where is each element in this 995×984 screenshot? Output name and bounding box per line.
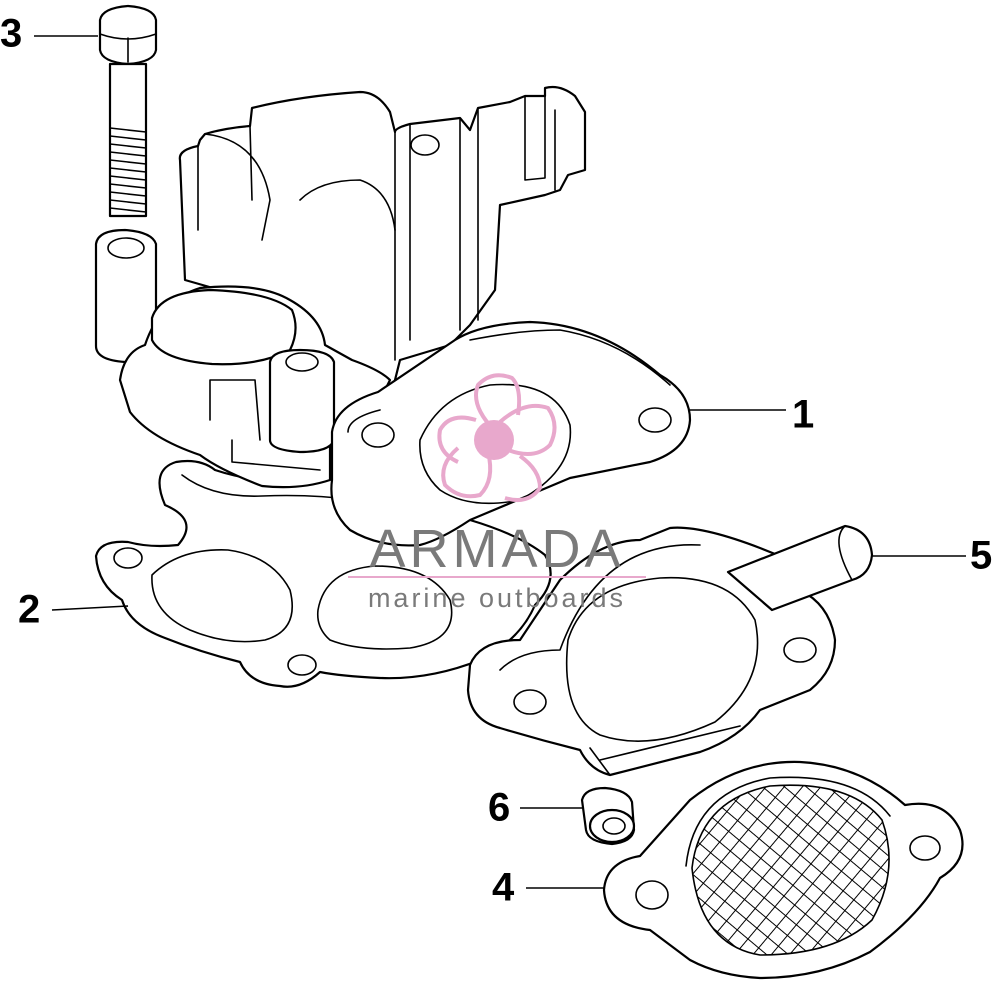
brand-tagline: marine outboards bbox=[368, 583, 626, 613]
callout-5: 5 bbox=[872, 534, 992, 578]
callout-label: 1 bbox=[792, 393, 814, 437]
part-6-sleeve bbox=[580, 786, 636, 846]
callout-4: 4 bbox=[492, 866, 604, 910]
part-4-filter-screen bbox=[602, 760, 964, 980]
part-5-adapter bbox=[466, 524, 874, 777]
propeller-icon bbox=[437, 373, 557, 502]
brand-name: ARMADA bbox=[369, 519, 624, 579]
callout-2: 2 bbox=[18, 588, 129, 632]
callout-label: 2 bbox=[18, 588, 40, 632]
callout-label: 5 bbox=[970, 534, 992, 578]
armada-watermark: ARMADA marine outboards bbox=[348, 373, 646, 613]
callout-1: 1 bbox=[690, 393, 814, 437]
callout-6: 6 bbox=[488, 786, 584, 830]
callout-label: 3 bbox=[0, 12, 22, 56]
callout-label: 6 bbox=[488, 786, 510, 830]
part-3-bolt bbox=[98, 4, 158, 218]
callout-3: 3 bbox=[0, 12, 98, 56]
callout-label: 4 bbox=[492, 866, 515, 910]
